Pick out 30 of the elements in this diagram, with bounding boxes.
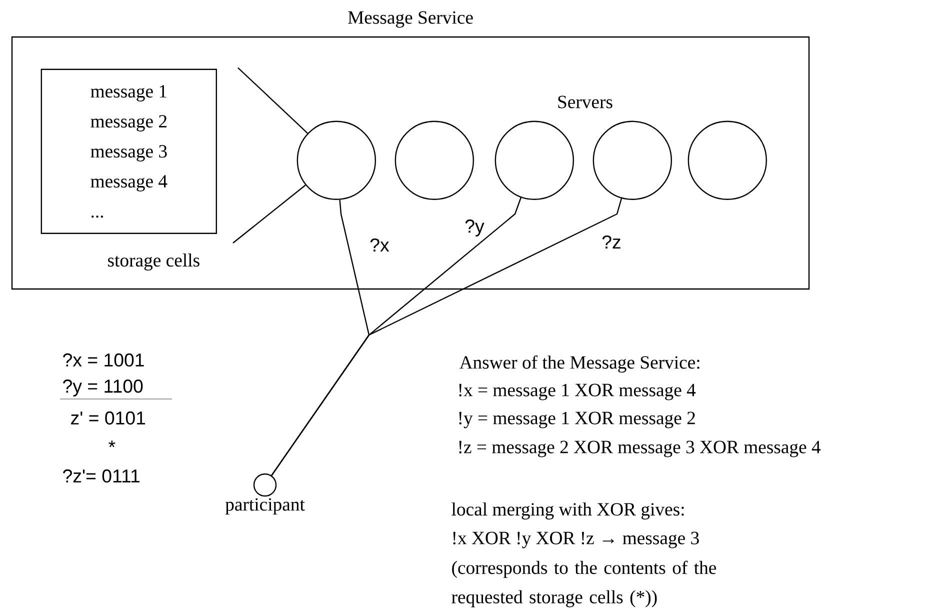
edge-label: ?z: [602, 235, 620, 248]
service-box: [11, 11, 810, 290]
answer-heading: Answer of the Message Service:: [459, 355, 700, 373]
server-circle: [296, 120, 376, 200]
equation-line: z' = 0101: [71, 411, 146, 425]
storage-cells-label: storage cells: [108, 254, 200, 270]
server-circle: [688, 120, 767, 200]
equation-line: ?y = 1100: [63, 380, 143, 396]
storage-box: message 1 message 2 message 3 message 4 ...: [40, 68, 217, 234]
note-text: (corresponds to the contents of the requested storage cells (*)): [452, 560, 716, 608]
connector-line: [238, 67, 308, 134]
answer-line: !y = message 1 XOR message 2: [459, 412, 695, 428]
participant-circle: [225, 473, 305, 515]
participant-label: participant: [225, 498, 305, 515]
server-circle: [592, 120, 672, 200]
note-line: !x XOR !y XOR !z → message 3: [453, 532, 699, 548]
title: Message Service: [348, 11, 473, 28]
servers-label: Servers: [558, 96, 612, 108]
server-circle: [494, 120, 574, 200]
equation-line: ?z'= 0111: [63, 469, 140, 483]
equation-line: ?x = 1001: [63, 353, 144, 367]
edge-label: ?x: [370, 238, 390, 252]
answer-line: !x = message 1 XOR message 4: [459, 384, 696, 400]
server-circle: [394, 120, 474, 200]
note-heading: local merging with XOR gives:: [452, 502, 684, 520]
answer-line: !z = message 2 XOR message 3 XOR message 4: [459, 440, 821, 458]
connector-line: [271, 198, 622, 476]
edge-label: ?y: [465, 220, 484, 236]
connector-line: [232, 184, 306, 244]
asterisk: *: [108, 440, 116, 448]
